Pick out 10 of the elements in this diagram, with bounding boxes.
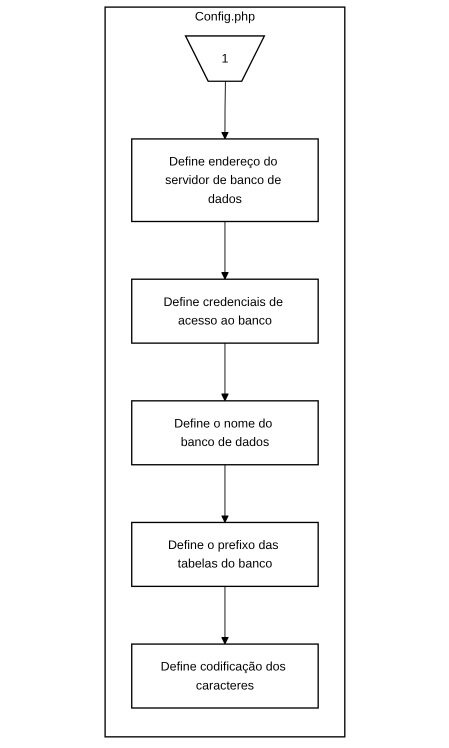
node-box: Define o prefixo das tabelas do banco <box>130 522 318 588</box>
arrow <box>220 342 228 402</box>
node-box: Define endereço do servidor de banco de dados <box>130 138 318 222</box>
arrow <box>220 586 228 644</box>
arrow <box>220 81 228 140</box>
node-box: Define credenciais de acesso ao banco <box>130 278 318 344</box>
node-box: Define o nome do banco de dados <box>130 400 318 466</box>
arrow <box>220 221 228 280</box>
arrow <box>220 464 228 523</box>
node-box: Define codificação dos caracteres <box>130 643 318 709</box>
